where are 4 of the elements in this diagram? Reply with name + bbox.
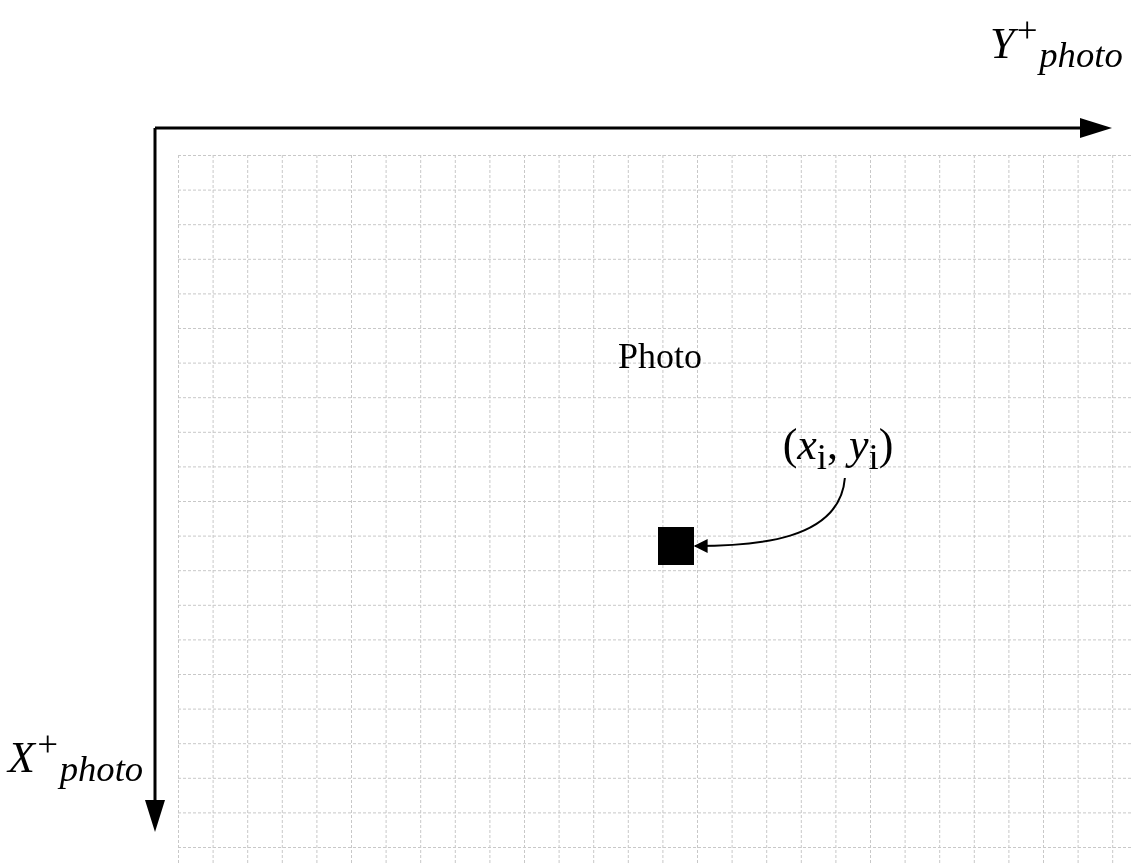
coordinate-label: (x$_{i}$, y$_{i}$) — [752, 418, 924, 478]
pixel-square — [658, 527, 694, 565]
photo-label: Photo — [618, 335, 703, 377]
curved-arrow — [693, 477, 846, 553]
